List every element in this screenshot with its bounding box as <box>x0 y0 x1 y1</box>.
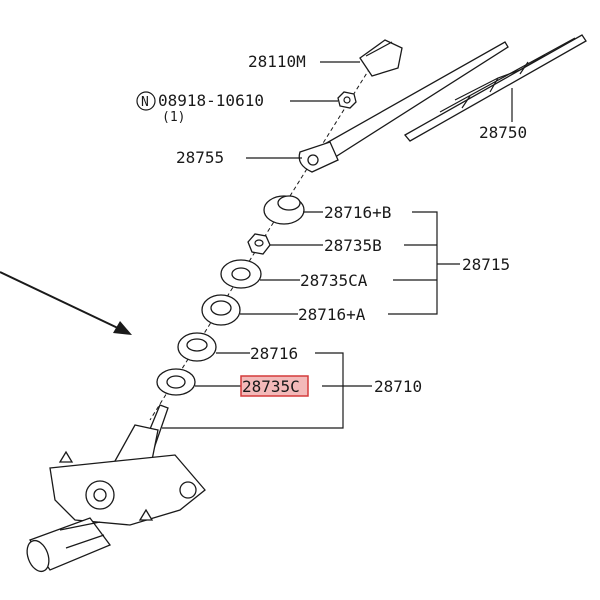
label-washer-ca[interactable]: 28735CA <box>300 271 368 290</box>
part-highlight <box>240 375 309 397</box>
label-seal-b[interactable]: 28716+B <box>324 203 391 222</box>
label-motor[interactable]: 28710 <box>374 377 422 396</box>
nut-b[interactable] <box>247 233 271 255</box>
washer-ca[interactable] <box>220 259 262 289</box>
wiper-motor[interactable] <box>23 404 206 574</box>
label-seal[interactable]: 28716 <box>250 344 298 363</box>
assembly-axis-line <box>149 67 371 421</box>
seal[interactable] <box>177 332 217 362</box>
seal-a[interactable] <box>201 294 241 326</box>
arm-cap[interactable] <box>359 39 403 77</box>
direction-arrow <box>0 271 132 335</box>
label-blade[interactable]: 28750 <box>479 123 527 142</box>
label-cap[interactable]: 28110M <box>248 52 306 71</box>
washer-c[interactable] <box>156 368 196 396</box>
label-arm[interactable]: 28755 <box>176 148 224 167</box>
seal-b[interactable] <box>263 195 305 225</box>
bracket-motor <box>162 352 344 429</box>
label-kit[interactable]: 28715 <box>462 255 510 274</box>
nut-symbol: N <box>136 91 156 111</box>
wiper-arm[interactable] <box>298 41 509 173</box>
label-seal-a[interactable]: 28716+A <box>298 305 366 324</box>
bracket-kit <box>388 211 438 315</box>
label-washer-c[interactable]: 28735C <box>242 377 300 396</box>
arm-nut[interactable] <box>337 91 357 109</box>
label-nut-qty: (1) <box>162 110 185 125</box>
wiper-blade[interactable] <box>404 34 587 142</box>
label-nut[interactable]: 08918-10610 <box>158 91 264 110</box>
nut-prefix: N <box>141 95 149 110</box>
label-nut-b[interactable]: 28735B <box>324 236 382 255</box>
